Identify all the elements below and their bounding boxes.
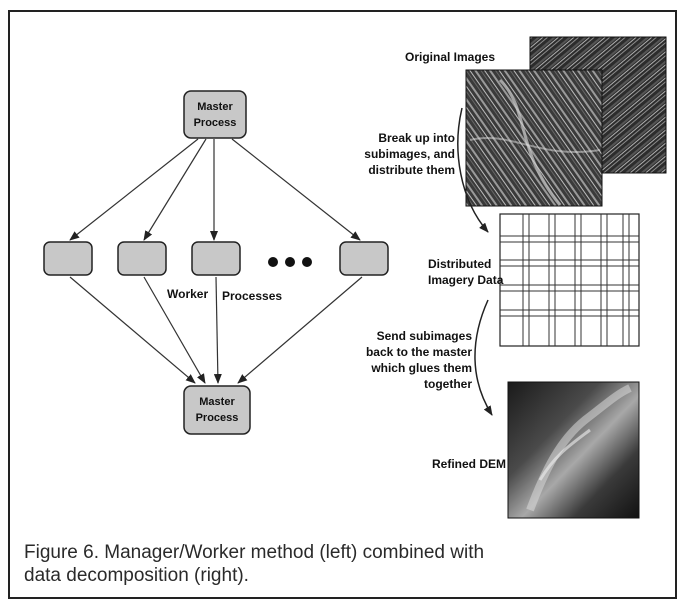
worker-box (191, 241, 241, 276)
send-back-text: Send subimages back to the master which … (366, 329, 472, 391)
svg-text:Imagery Data: Imagery Data (428, 273, 504, 287)
worker-boxes (43, 241, 389, 276)
master-bottom-line1: Master (199, 396, 235, 408)
master-process-top: Master Process (183, 90, 247, 139)
svg-text:Break up into: Break up into (378, 131, 455, 145)
ellipsis-dots (268, 257, 312, 267)
master-top-line2: Process (194, 117, 237, 129)
svg-text:Send subimages: Send subimages (377, 329, 473, 343)
distributed-imagery-label: Distributed Imagery Data (428, 257, 504, 287)
master-top-line1: Master (197, 101, 233, 113)
svg-text:back to the master: back to the master (366, 345, 472, 359)
svg-text:which glues them: which glues them (370, 361, 472, 375)
arrows-workers-to-master (69, 276, 363, 384)
svg-text:distribute them: distribute them (368, 163, 455, 177)
worker-label: Worker (167, 287, 208, 301)
arrow-send-back (474, 299, 493, 416)
caption-line2: data decomposition (right). (24, 565, 249, 586)
worker-box (117, 241, 167, 276)
caption-line1: Figure 6. Manager/Worker method (left) c… (24, 542, 485, 563)
worker-box (339, 241, 389, 276)
svg-text:subimages, and: subimages, and (364, 147, 455, 161)
break-up-text: Break up into subimages, and distribute … (364, 131, 455, 177)
master-process-bottom: Master Process (183, 385, 251, 435)
distributed-grid (499, 213, 640, 347)
master-bottom-line2: Process (196, 412, 239, 424)
original-images-label: Original Images (405, 50, 495, 64)
arrows-master-to-workers (69, 138, 361, 241)
svg-text:Distributed: Distributed (428, 257, 491, 271)
worker-box (43, 241, 93, 276)
processes-label: Processes (222, 289, 282, 303)
arrow-break-up (457, 107, 489, 233)
refined-dem-label: Refined DEM (432, 457, 506, 471)
refined-dem-image (507, 381, 640, 519)
svg-text:together: together (424, 377, 472, 391)
figure-caption: Figure 6. Manager/Worker method (left) c… (24, 541, 664, 587)
original-image-front (465, 69, 603, 207)
